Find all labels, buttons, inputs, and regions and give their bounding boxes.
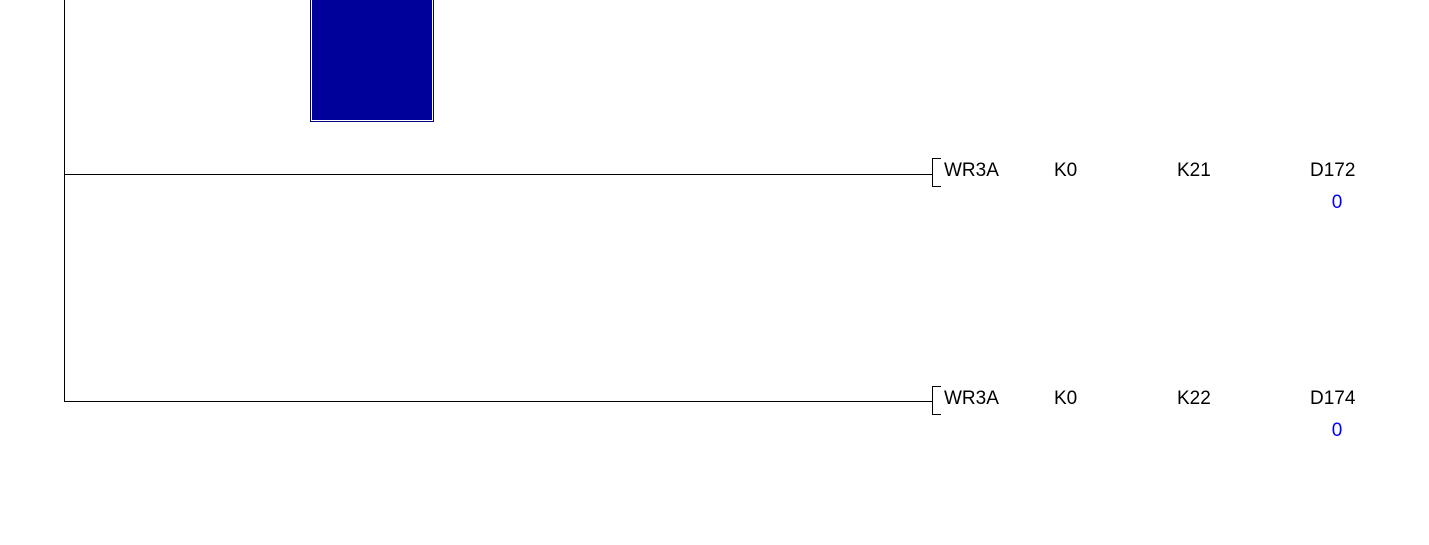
instruction-name-1[interactable]: WR3A bbox=[944, 160, 999, 181]
instruction-bracket-1 bbox=[932, 158, 941, 187]
selected-element-highlight[interactable] bbox=[310, 0, 434, 122]
instruction-operand-2-2[interactable]: K22 bbox=[1177, 388, 1211, 409]
selection-fill bbox=[312, 0, 432, 120]
monitor-value-2: 0 bbox=[1331, 420, 1343, 441]
rung-wire-1 bbox=[64, 174, 933, 175]
instruction-operand-2-3[interactable]: D174 bbox=[1310, 388, 1356, 409]
monitor-value-1: 0 bbox=[1331, 192, 1343, 213]
instruction-bracket-2 bbox=[932, 386, 941, 415]
instruction-operand-1-1[interactable]: K0 bbox=[1054, 160, 1078, 181]
left-power-rail bbox=[64, 0, 65, 402]
instruction-operand-2-1[interactable]: K0 bbox=[1054, 388, 1078, 409]
selection-outline bbox=[310, 0, 434, 122]
instruction-operand-1-3[interactable]: D172 bbox=[1310, 160, 1356, 181]
instruction-name-2[interactable]: WR3A bbox=[944, 388, 999, 409]
instruction-operand-1-2[interactable]: K21 bbox=[1177, 160, 1211, 181]
rung-wire-2 bbox=[64, 401, 933, 402]
